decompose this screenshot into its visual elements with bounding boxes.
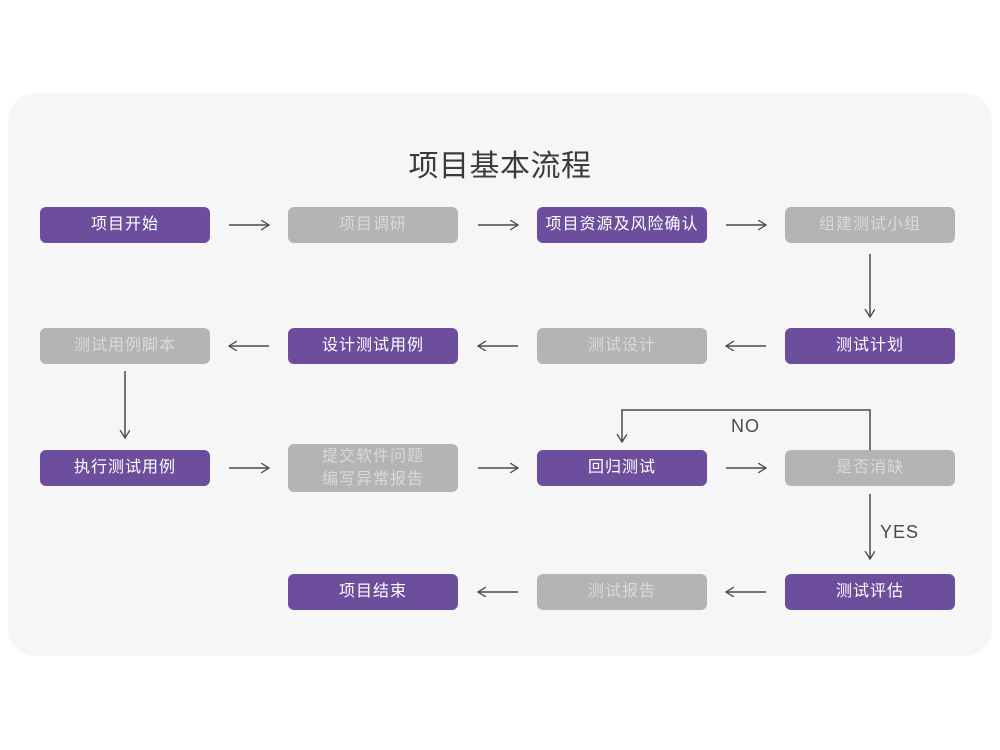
- flowchart-card: [8, 93, 992, 656]
- node-label: 测试报告: [587, 583, 656, 601]
- node-label: 是否消缺: [835, 459, 904, 477]
- node-label: 项目开始: [90, 216, 159, 234]
- edge-label-no: NO: [731, 416, 760, 436]
- edge-label-yes: YES: [880, 522, 920, 542]
- node-test-report: 测试报告: [537, 574, 707, 610]
- node-label: 测试设计: [587, 337, 656, 355]
- node-defect-cleared-decision: 是否消缺: [785, 450, 955, 486]
- node-label: 测试用例脚本: [73, 337, 176, 355]
- node-regression-test: 回归测试: [537, 450, 707, 486]
- node-label: 项目调研: [338, 216, 407, 234]
- node-resources-and-risk-confirm: 项目资源及风险确认: [537, 207, 707, 243]
- node-label: 项目结束: [338, 583, 407, 601]
- node-project-end: 项目结束: [288, 574, 458, 610]
- node-label: 设计测试用例: [321, 337, 424, 355]
- node-build-test-team: 组建测试小组: [785, 207, 955, 243]
- node-execute-test-case: 执行测试用例: [40, 450, 210, 486]
- node-project-start: 项目开始: [40, 207, 210, 243]
- page-title: 项目基本流程: [408, 150, 592, 183]
- node-test-design: 测试设计: [537, 328, 707, 364]
- node-label: 测试评估: [835, 583, 904, 601]
- node-label: 项目资源及风险确认: [545, 216, 699, 234]
- node-label: 测试计划: [835, 337, 904, 355]
- node-design-test-case: 设计测试用例: [288, 328, 458, 364]
- node-test-evaluation: 测试评估: [785, 574, 955, 610]
- node-label: 回归测试: [587, 459, 656, 477]
- node-test-plan: 测试计划: [785, 328, 955, 364]
- node-submit-issue-write-report: 提交软件问题 编写异常报告: [288, 444, 458, 492]
- node-label: 执行测试用例: [73, 459, 176, 477]
- node-label: 提交软件问题 编写异常报告: [321, 447, 424, 488]
- node-project-research: 项目调研: [288, 207, 458, 243]
- node-label: 组建测试小组: [818, 216, 921, 234]
- node-test-case-script: 测试用例脚本: [40, 328, 210, 364]
